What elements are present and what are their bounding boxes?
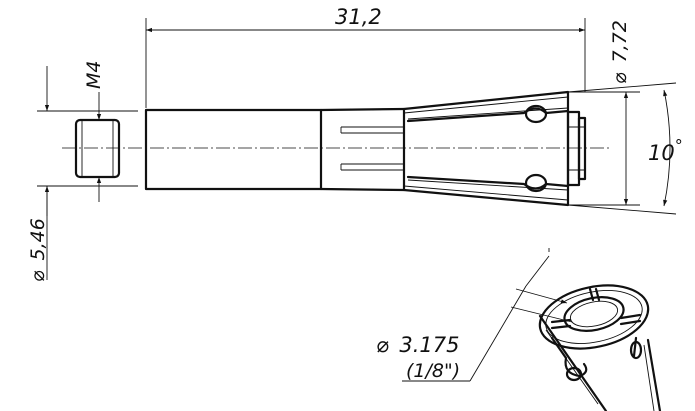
bore-inch-label: (1/8")	[406, 360, 460, 382]
diameter-symbol: ⌀	[376, 333, 389, 357]
thread-label: M4	[83, 61, 105, 89]
cone-angle-dimension	[567, 82, 677, 215]
bore-diameter-dimension	[402, 248, 573, 382]
degree-symbol: °	[675, 136, 683, 155]
head-diameter-label: ⌀ 7,72	[609, 20, 631, 84]
overall-length-dimension	[145, 18, 586, 108]
nut-diameter-value: 5,46	[27, 218, 49, 260]
nut-part	[74, 118, 121, 179]
head-diameter-dimension	[568, 91, 640, 206]
diameter-symbol: ⌀	[27, 270, 49, 282]
bore-diameter-value: 3.175	[399, 333, 459, 357]
diameter-symbol: ⌀	[609, 72, 631, 84]
collet-body	[144, 90, 587, 207]
nut-diameter-label: ⌀ 5,46	[27, 218, 49, 282]
overall-length-label: 31,2	[335, 5, 382, 29]
collet-isometric-view	[538, 284, 662, 411]
head-diameter-value: 7,72	[609, 20, 631, 62]
bore-diameter-label: ⌀ 3.175	[376, 333, 459, 357]
cone-angle-label: 10°	[648, 136, 683, 165]
cone-angle-value: 10	[648, 141, 675, 165]
